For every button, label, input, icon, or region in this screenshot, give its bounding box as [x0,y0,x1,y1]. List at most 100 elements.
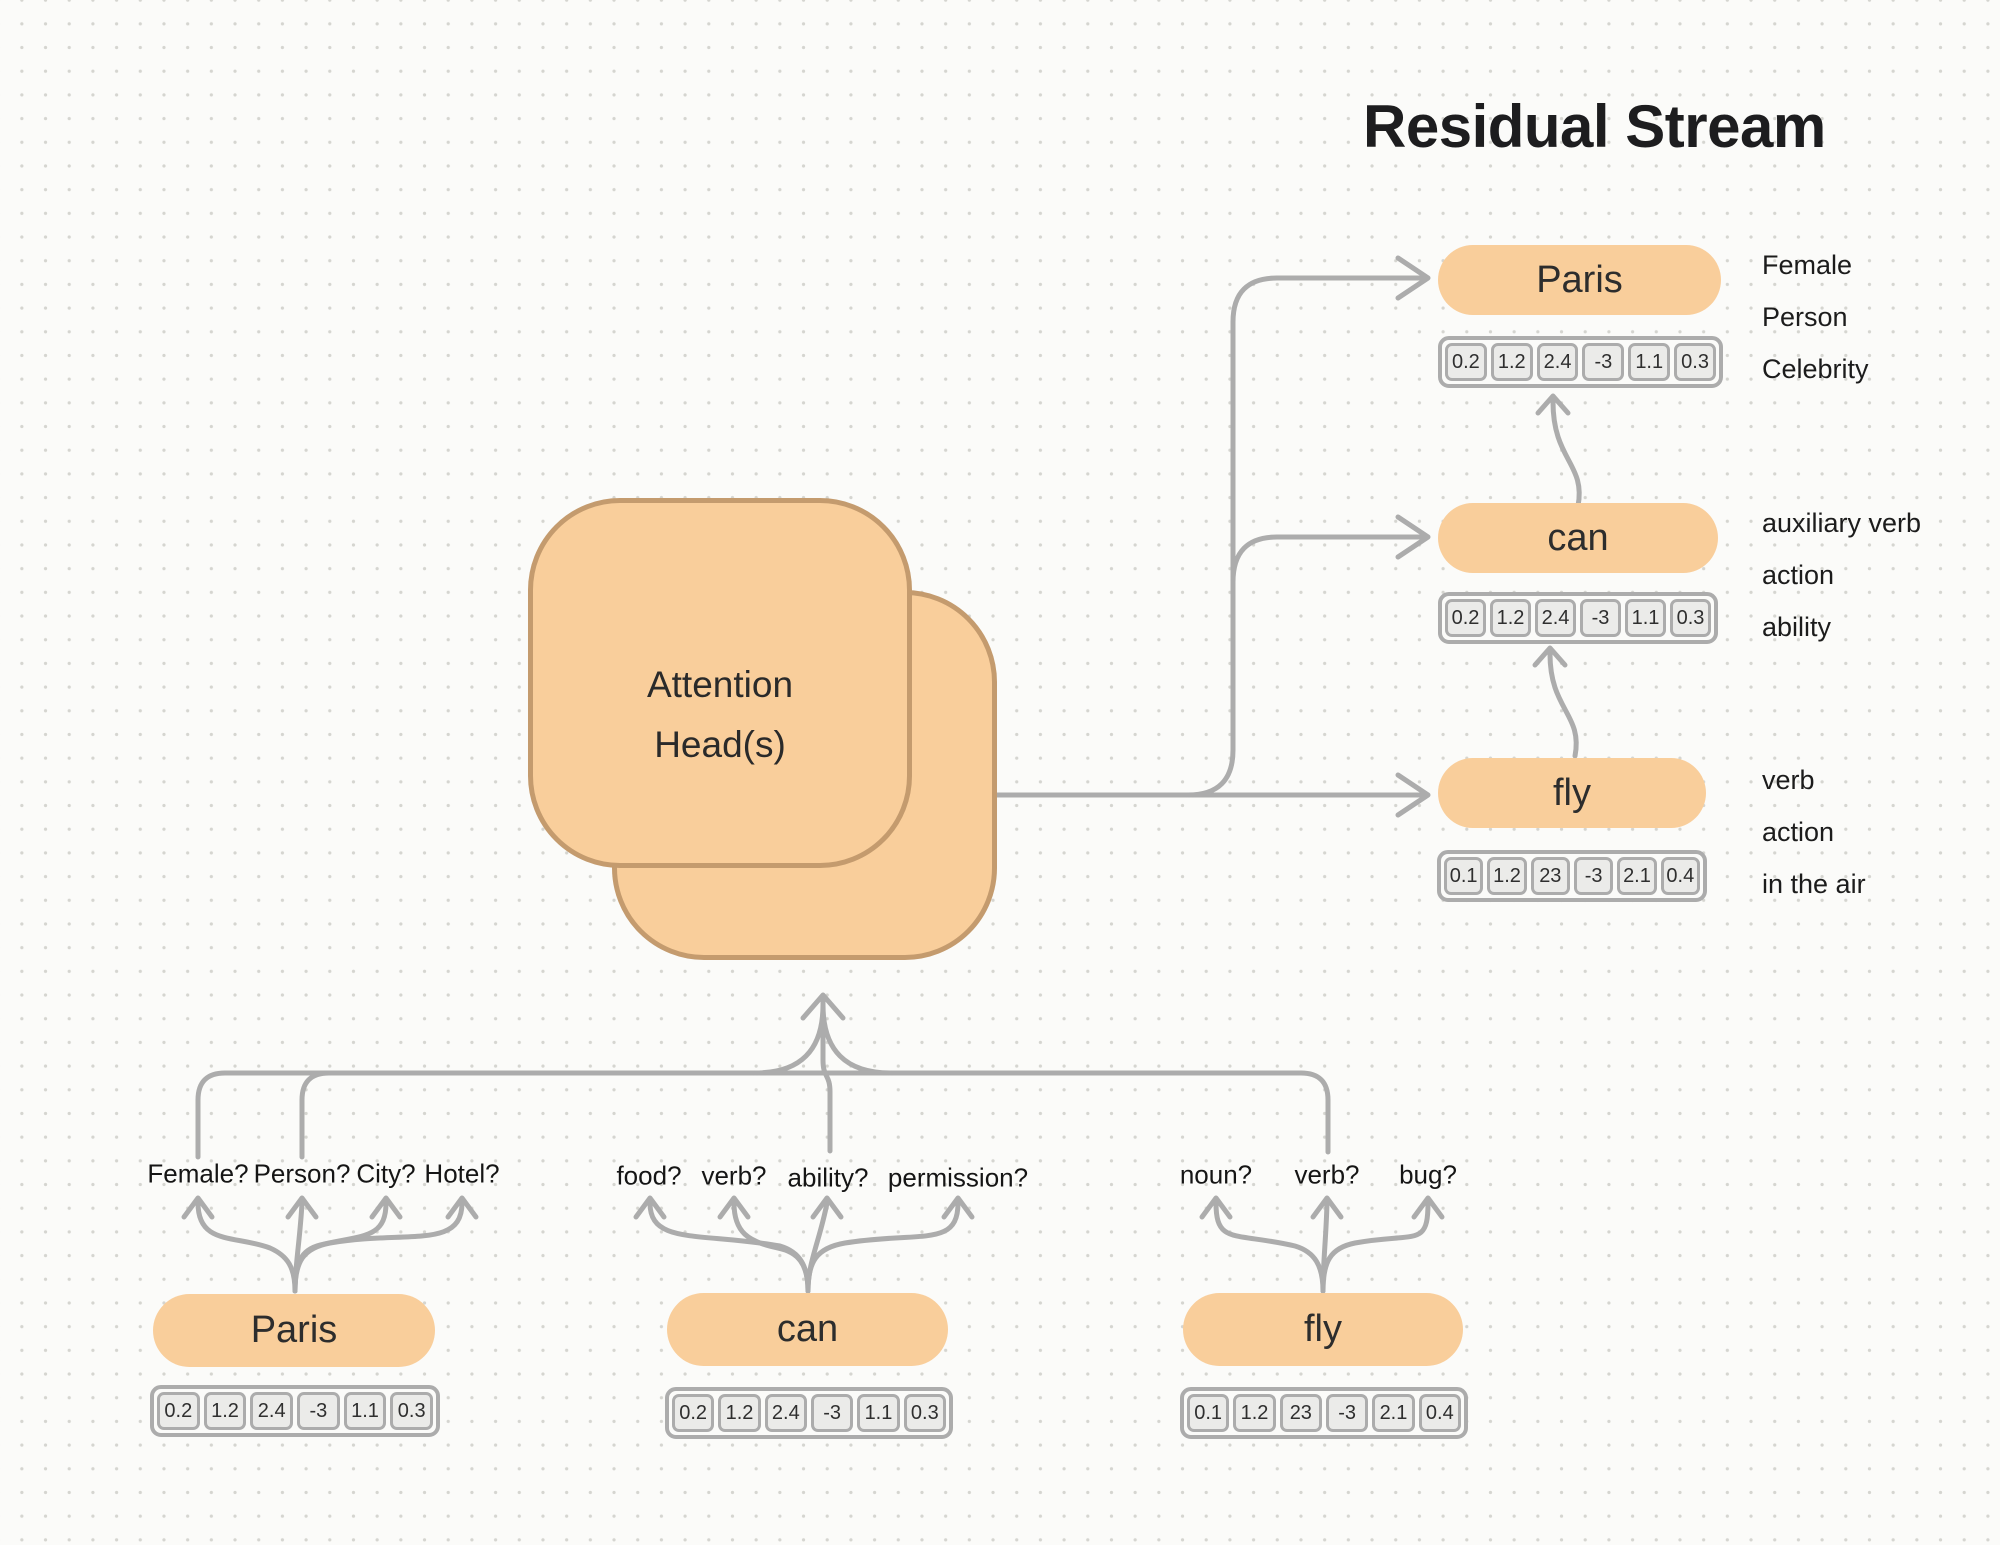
feature-label: auxiliary verb [1762,508,1922,538]
arrowhead-hotel [445,1195,479,1220]
paris-feature-labels: Female Person Celebrity [1762,239,1869,395]
vector-cell: 2.4 [1535,599,1576,637]
feature-label: Celebrity [1762,354,1869,384]
input-token-fly-label: fly [1304,1308,1342,1350]
query-bus-ability-line [820,996,833,1154]
vector-cell: 23 [1530,857,1570,895]
arrowhead-person [285,1195,319,1220]
feature-label: Female [1762,250,1853,280]
vector-cell: -3 [810,1394,854,1432]
fly-feature-labels: verb action in the air [1762,754,1866,910]
feature-label: Person [1762,302,1848,332]
arrowhead-noun [1199,1195,1233,1220]
fan-paris-person [292,1200,305,1294]
vector-cell: 1.1 [343,1392,387,1430]
residual-token-paris-label: Paris [1536,258,1623,301]
input-token-paris: Paris [153,1294,435,1367]
vector-cell: 1.2 [1490,599,1531,637]
vector-cell: -3 [1582,343,1625,381]
vector-cell: 1.1 [1628,343,1671,381]
feature-label: action [1762,817,1835,847]
vector-cell: 1.2 [1487,857,1527,895]
vector-cell: 0.2 [1445,599,1486,637]
residual-vector-fly: 0.1 1.2 23 -3 2.1 0.4 [1437,850,1707,902]
arrowhead-paris-vector [1535,393,1571,416]
vector-cell: 0.3 [390,1392,434,1430]
arrowhead-food [633,1195,667,1220]
fan-can-food [647,1200,811,1294]
residual-vector-paris: 0.2 1.2 2.4 -3 1.1 0.3 [1438,336,1723,388]
feature-label: action [1762,560,1835,590]
query-bus [195,1070,1331,1160]
arrowhead-can-q-verb [717,1195,751,1220]
question-ability: ability? [787,1162,869,1193]
vector-cell: 0.1 [1444,857,1484,895]
residual-vector-can: 0.2 1.2 2.4 -3 1.1 0.3 [1438,592,1718,644]
attention-head-card: Attention Head(s) [528,498,912,868]
vector-cell: 1.1 [1625,599,1666,637]
question-can-verb: verb? [701,1160,767,1191]
can-feature-labels: auxiliary verb action ability [1762,497,1921,653]
input-token-fly: fly [1183,1293,1463,1366]
question-bug: bug? [1399,1159,1457,1190]
fan-fly-bug [1320,1200,1431,1294]
vector-cell: 1.2 [1233,1394,1276,1432]
vector-cell: 1.2 [1490,343,1533,381]
question-hotel: Hotel? [424,1158,500,1189]
feature-label: verb [1762,765,1815,795]
vector-cell: -3 [1580,599,1621,637]
arrowhead-bug [1411,1195,1445,1220]
arrow-branch-vertical [1185,275,1425,798]
vector-cell: 0.2 [672,1394,715,1432]
fan-can-permission [805,1200,961,1294]
residual-token-paris: Paris [1438,245,1721,315]
feature-label: ability [1762,612,1832,642]
fan-can-verb [731,1200,811,1294]
vector-cell: 0.4 [1660,857,1700,895]
arrow-fly-to-can-vector [1547,651,1579,759]
input-token-paris-label: Paris [250,1309,338,1351]
arrowhead-can [1395,514,1431,560]
page-title: Residual Stream [1363,93,1826,160]
query-bus-person-drop [299,1070,332,1160]
vector-cell: 1.2 [718,1394,761,1432]
residual-token-fly-label: fly [1553,771,1591,814]
vector-cell: 0.3 [1674,343,1716,381]
vector-cell: 23 [1279,1394,1322,1432]
fan-fly-noun [1213,1200,1326,1294]
arrow-branch-to-can [1230,534,1425,585]
query-bus-funnel-right [820,1002,894,1076]
question-fly-verb: verb? [1294,1159,1360,1190]
attention-head-label: Attention Head(s) [646,664,794,765]
question-city: City? [356,1158,416,1189]
arrow-can-to-paris-vector [1550,399,1582,509]
vector-cell: 0.1 [1187,1394,1230,1432]
fan-paris-hotel [292,1200,465,1294]
arrowhead-female [181,1195,215,1220]
vector-cell: 2.4 [764,1394,807,1432]
residual-token-can-label: can [1547,516,1609,559]
vector-cell: 1.1 [857,1394,900,1432]
feature-label: in the air [1762,869,1866,899]
vector-cell: 0.2 [157,1392,200,1430]
question-permission: permission? [887,1162,1029,1193]
vector-cell: 2.1 [1372,1394,1415,1432]
vector-cell: 1.2 [203,1392,247,1430]
residual-token-can: can [1438,503,1718,573]
arrowhead-paris [1395,255,1431,301]
question-noun: noun? [1179,1159,1253,1190]
vector-cell: -3 [297,1392,340,1430]
vector-cell: 2.4 [1536,343,1579,381]
arrowhead-ability [810,1195,844,1220]
input-token-can-label: can [776,1308,839,1350]
vector-cell: 0.4 [1418,1394,1461,1432]
input-vector-fly: 0.1 1.2 23 -3 2.1 0.4 [1180,1387,1468,1439]
fan-fly-verb [1320,1200,1330,1294]
vector-cell: 2.1 [1617,857,1657,895]
input-vector-can: 0.2 1.2 2.4 -3 1.1 0.3 [665,1387,953,1439]
fan-can-ability [805,1200,830,1294]
vector-cell: -3 [1325,1394,1369,1432]
vector-cell: 2.4 [250,1392,294,1430]
arrowhead-permission [941,1195,975,1220]
